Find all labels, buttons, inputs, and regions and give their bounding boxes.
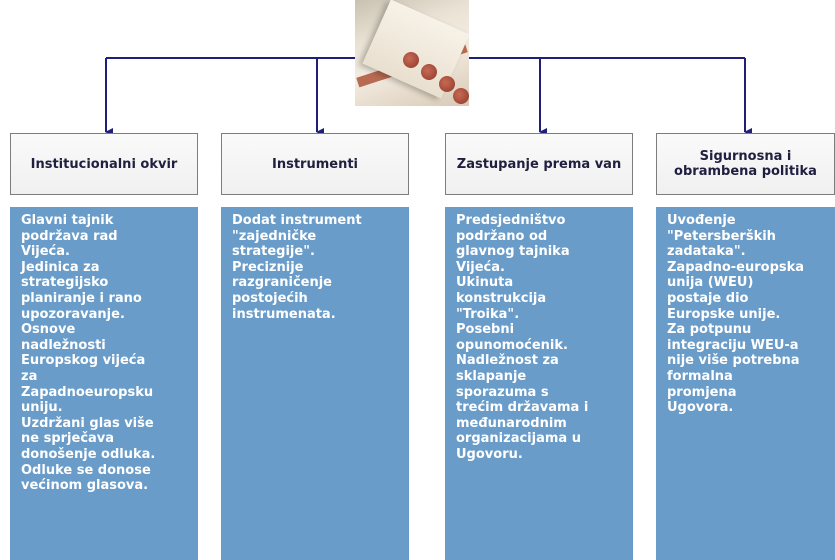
content-line: Glavni tajnik bbox=[21, 213, 114, 228]
content-line: Europskog vijeća bbox=[21, 353, 146, 369]
content-line: uniju. bbox=[21, 400, 63, 416]
content-line: podržava rad bbox=[21, 228, 118, 244]
content-line: trećim državama i bbox=[456, 400, 589, 416]
content-institutional-framework: Glavni tajnik podržava rad Vijeća. Jedin… bbox=[10, 207, 198, 560]
content-line: razgraničenje bbox=[232, 275, 333, 291]
content-line: postaje dio bbox=[667, 290, 749, 306]
content-line: strategije". bbox=[232, 244, 315, 260]
content-line: instrumenata. bbox=[232, 306, 336, 322]
content-instruments: Dodat instrument "zajedničke strategije"… bbox=[221, 207, 409, 560]
wax-seal-1 bbox=[403, 52, 419, 68]
content-line: nije više potrebna bbox=[667, 353, 800, 369]
content-line: "Troika". bbox=[456, 306, 520, 322]
content-line: Ugovora. bbox=[667, 400, 734, 416]
book-with-seals-photo bbox=[355, 0, 469, 106]
content-line: podržano od bbox=[456, 228, 548, 244]
content-line: glavnog tajnika bbox=[456, 244, 570, 260]
content-line: "zajedničke bbox=[232, 228, 317, 244]
header-external-representation: Zastupanje prema van bbox=[445, 133, 633, 195]
content-line: sporazuma s bbox=[456, 384, 549, 400]
content-line: većinom glasova. bbox=[21, 478, 149, 494]
wax-seal-4 bbox=[453, 88, 469, 104]
content-line: Odluke se donose bbox=[21, 462, 151, 478]
content-line: unija (WEU) bbox=[667, 275, 754, 291]
content-line: za bbox=[21, 368, 38, 384]
content-line: promjena bbox=[667, 384, 737, 400]
content-line: Nadležnost za bbox=[456, 353, 559, 369]
content-line: strategijsko bbox=[21, 275, 109, 291]
wax-seal-2 bbox=[421, 64, 437, 80]
header-title: Sigurnosna i obrambena politika bbox=[674, 149, 817, 179]
content-line: Vijeća. bbox=[21, 244, 70, 260]
content-line: nadležnosti bbox=[21, 337, 106, 353]
content-line: Zapadnoeuropsku bbox=[21, 384, 154, 400]
header-title: Instrumenti bbox=[272, 156, 358, 172]
content-line: integraciju WEU-a bbox=[667, 337, 799, 353]
content-line: Uzdržani glas više bbox=[21, 415, 154, 431]
header-security-defence-policy: Sigurnosna i obrambena politika bbox=[656, 133, 835, 195]
header-instruments: Instrumenti bbox=[221, 133, 409, 195]
content-line: Preciznije bbox=[232, 259, 304, 275]
header-title: Institucionalni okvir bbox=[30, 156, 178, 172]
content-line: upozoravanje. bbox=[21, 306, 125, 322]
content-line: zadataka". bbox=[667, 244, 746, 260]
content-external-representation: Predsjedništvo podržano od glavnog tajni… bbox=[445, 207, 633, 560]
content-line: Jedinica za bbox=[21, 259, 100, 275]
content-line: konstrukcija bbox=[456, 290, 547, 306]
wax-seal-3 bbox=[439, 76, 455, 92]
content-line: Dodat instrument bbox=[232, 213, 362, 228]
content-line: opunomoćenik. bbox=[456, 337, 568, 353]
content-line: Zapadno-europska bbox=[667, 259, 805, 275]
header-title: Zastupanje prema van bbox=[456, 156, 622, 172]
content-security-defence-policy: Uvođenje "Petersberških zadataka". Zapad… bbox=[656, 207, 835, 560]
content-line: Posebni bbox=[456, 322, 515, 338]
content-line: "Petersberških bbox=[667, 228, 776, 244]
content-line: Uvođenje bbox=[667, 213, 736, 228]
content-line: Ugovoru. bbox=[456, 446, 523, 462]
content-line: Vijeća. bbox=[456, 259, 505, 275]
content-line: Predsjedništvo bbox=[456, 213, 566, 228]
content-line: donošenje odluka. bbox=[21, 446, 156, 462]
header-institutional-framework: Institucionalni okvir bbox=[10, 133, 198, 195]
content-line: Europske unije. bbox=[667, 306, 781, 322]
content-line: međunarodnim bbox=[456, 415, 567, 431]
content-line: planiranje i rano bbox=[21, 290, 142, 306]
content-line: organizacijama u bbox=[456, 431, 581, 447]
content-line: postojećih bbox=[232, 290, 308, 306]
content-line: sklapanje bbox=[456, 368, 527, 384]
content-line: ne sprječava bbox=[21, 431, 115, 447]
content-line: formalna bbox=[667, 368, 733, 384]
content-line: Za potpunu bbox=[667, 322, 752, 338]
content-line: Ukinuta bbox=[456, 275, 514, 291]
content-line: Osnove bbox=[21, 322, 76, 338]
